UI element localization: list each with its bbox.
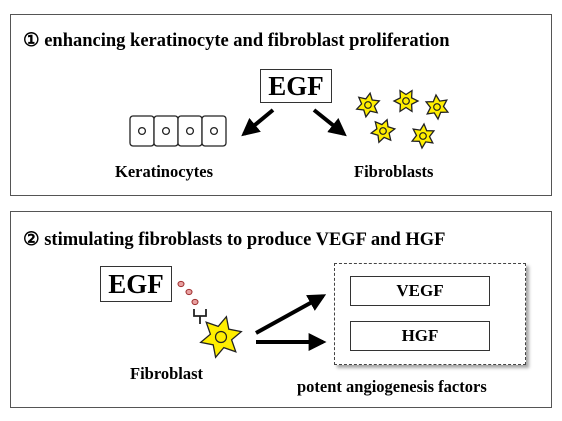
keratinocyte-cells [129,115,227,147]
fibroblast-cells [355,89,450,150]
arrow-to-fibroblasts [312,108,347,137]
fibroblast-label: Fibroblast [130,364,204,383]
arrow-to-hgf [256,333,327,351]
vegf-box: VEGF [350,276,490,306]
panel-proliferation: ① enhancing keratinocyte and fibroblast … [10,14,552,196]
panel2-title: ② stimulating fibroblasts to produce VEG… [23,230,446,250]
panel-growth-factors: ② stimulating fibroblasts to produce VEG… [10,211,552,408]
egf-molecules [177,280,199,306]
arrow-to-keratinocytes [241,108,275,137]
egf-box-2: EGF [100,266,172,302]
fibroblast-cell [369,118,397,144]
egf-box-1: EGF [260,69,332,103]
fibroblast-cell [392,89,420,113]
keratinocytes-label: Keratinocytes [115,162,214,181]
arrow-to-vegf [255,294,327,335]
fibroblast-with-receptor [177,280,243,359]
fibroblast-cell [424,93,450,121]
egf-receptor [193,309,207,324]
fibroblast-cell [199,315,243,359]
fibroblast-cell [410,122,436,150]
factors-caption: potent angiogenesis factors [297,377,487,396]
fibroblasts-label: Fibroblasts [354,162,434,181]
hgf-box: HGF [350,321,490,351]
panel1-title: ① enhancing keratinocyte and fibroblast … [23,31,450,51]
fibroblast-cell [355,91,381,119]
